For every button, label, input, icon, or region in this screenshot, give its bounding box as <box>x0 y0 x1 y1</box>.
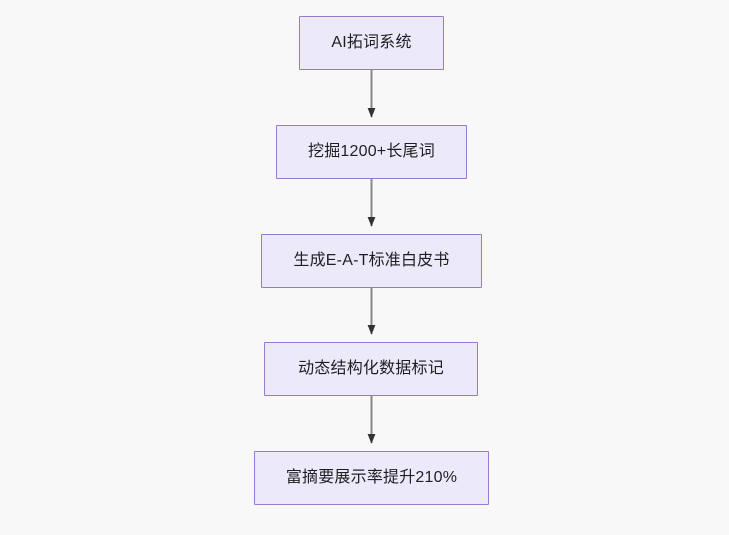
flow-node-dynamic-structured-data-markup[interactable]: 动态结构化数据标记 <box>264 342 478 396</box>
flow-node-label: 生成E-A-T标准白皮书 <box>293 252 450 270</box>
flow-node-rich-snippet-impression-lift[interactable]: 富摘要展示率提升210% <box>254 451 489 505</box>
flow-node-ai-keyword-system[interactable]: AI拓词系统 <box>299 16 444 70</box>
flow-node-label: 挖掘1200+长尾词 <box>308 143 435 161</box>
flow-node-mine-longtail-keywords[interactable]: 挖掘1200+长尾词 <box>276 125 467 179</box>
flow-node-label: AI拓词系统 <box>331 34 412 52</box>
flow-node-label: 富摘要展示率提升210% <box>285 469 458 487</box>
flow-node-generate-eat-whitepaper[interactable]: 生成E-A-T标准白皮书 <box>261 234 482 288</box>
flow-node-label: 动态结构化数据标记 <box>298 360 444 378</box>
